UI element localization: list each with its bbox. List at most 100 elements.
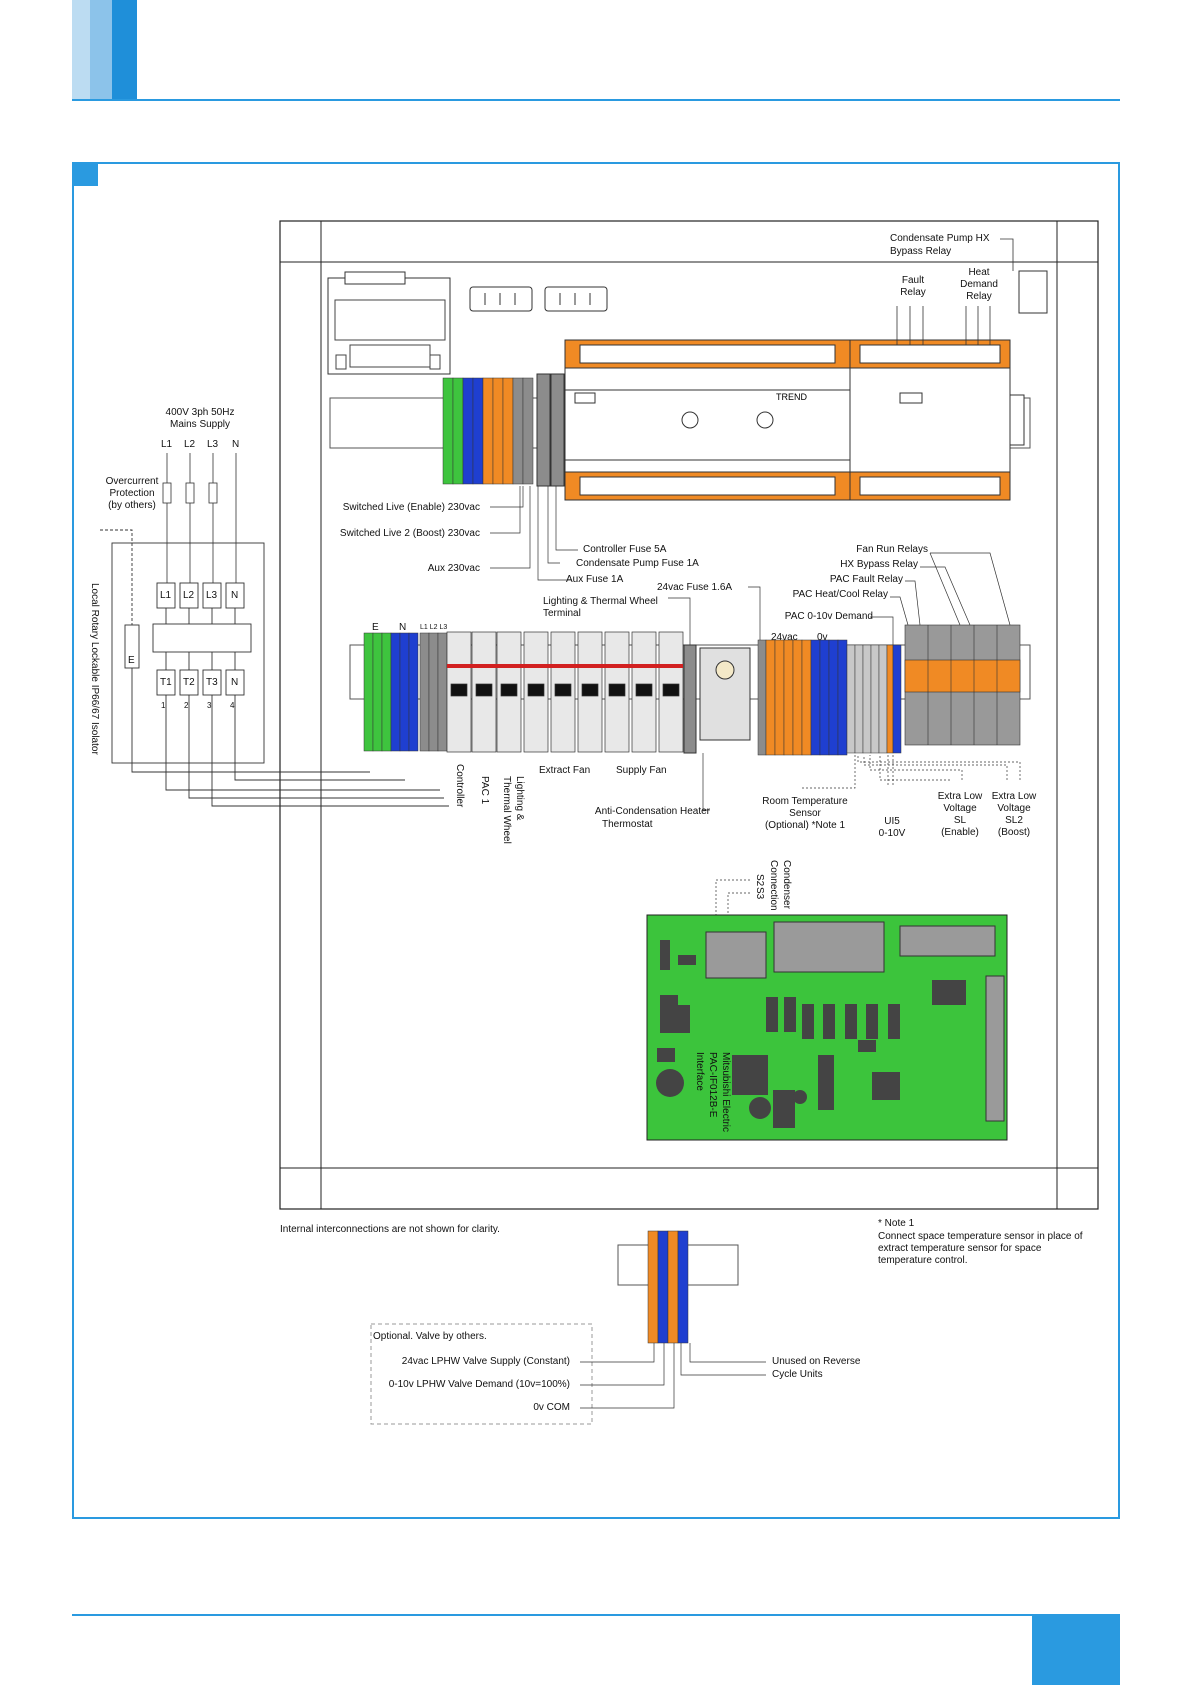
ov-com-label: 0v COM — [533, 1402, 570, 1413]
s2-label: S2 — [754, 874, 765, 887]
enclosure-outer — [279, 220, 1099, 1210]
isolator-tn: N — [231, 677, 239, 688]
mains-l2: L2 — [184, 439, 196, 450]
heat-label: Heat — [968, 267, 990, 278]
note1-line3: temperature control. — [878, 1255, 968, 1266]
anti-cond-label-2: Thermostat — [602, 819, 653, 830]
isolator-earth: E — [128, 655, 135, 666]
controller-brand: TREND — [776, 392, 807, 402]
isolator-num1: 1 — [161, 701, 166, 710]
switched-live-enable-label: Switched Live (Enable) 230vac — [342, 502, 480, 513]
condenser-label-1: Condenser — [781, 860, 792, 909]
cycle-units-label: Cycle Units — [772, 1369, 823, 1380]
isolator-t3: T3 — [206, 677, 218, 688]
lphw-supply-label: 24vac LPHW Valve Supply (Constant) — [401, 1356, 570, 1367]
extract-fan-label: Extract Fan — [539, 765, 591, 776]
isolator-t2: T2 — [183, 677, 195, 688]
terminal-n-label: N — [399, 622, 407, 633]
relay-sockets — [469, 286, 608, 312]
terminal-e-label: E — [372, 622, 379, 633]
mcb-controller-label: Controller — [454, 764, 465, 808]
header-rule — [72, 99, 1120, 101]
relay-bank — [904, 624, 1021, 746]
frame-corner-marker — [74, 164, 98, 186]
elv-sl-label-1: Extra Low — [937, 791, 983, 802]
bypass-relay-label: Bypass Relay — [890, 246, 952, 257]
v0-label: 0v — [817, 632, 828, 643]
condensate-fuse-label: Condensate Pump Fuse 1A — [576, 558, 699, 569]
interface-pcb — [646, 914, 1008, 1141]
elv-sl-label-2: Voltage — [943, 803, 977, 814]
isolator-num3: 3 — [207, 701, 212, 710]
isolator-n: N — [231, 590, 239, 601]
pac-010-demand-label: PAC 0-10v Demand — [784, 611, 873, 622]
condenser-label-2: Connection — [768, 860, 779, 911]
isolator-num4: 4 — [230, 701, 235, 710]
controller-fuse-label: Controller Fuse 5A — [583, 544, 667, 555]
mcb-row — [446, 631, 684, 753]
fan-run-relays-label: Fan Run Relays — [856, 544, 928, 555]
supply-fan-label: Supply Fan — [616, 765, 667, 776]
isolator-l2: L2 — [183, 590, 195, 601]
condensate-relay — [1018, 270, 1048, 314]
mains-l1: L1 — [161, 439, 173, 450]
mcb-pac1-label: PAC 1 — [479, 776, 490, 805]
note1-line2: extract temperature sensor for space — [878, 1243, 1042, 1254]
room-temp-label-2: Sensor — [789, 808, 821, 819]
elv-sl-label-3: SL — [953, 815, 967, 826]
fault-relay-label: Relay — [900, 287, 926, 298]
mains-n: N — [232, 439, 240, 450]
footer-rule — [72, 1614, 1120, 1616]
unused-reverse-label: Unused on Reverse — [772, 1356, 861, 1367]
fuse-24vac-label: 24vac Fuse 1.6A — [657, 582, 733, 593]
anti-cond-label-1: Anti-Condensation Heater — [594, 806, 710, 817]
elv-sl2-label-3: SL2 — [1005, 815, 1023, 826]
elv-sl2-label-1: Extra Low — [991, 791, 1037, 802]
isolator — [100, 529, 449, 807]
isolator-l3: L3 — [206, 590, 218, 601]
isolator-label: Local Rotary Lockable IP66/67 Isolator — [89, 583, 100, 755]
fault-label: Fault — [901, 275, 925, 286]
page-number-box — [1032, 1614, 1120, 1685]
terminal-l-label: L1 L2 L3 — [420, 624, 448, 631]
elv-sl2-label-2: Voltage — [997, 803, 1031, 814]
elv-sl2-label-4: (Boost) — [997, 827, 1031, 838]
mcb-lighting-label-1: Lighting & — [514, 776, 525, 821]
pcb-label-1: Mitsubishi Electric — [720, 1052, 731, 1133]
aux-230-label: Aux 230vac — [427, 563, 480, 574]
ui5-label-2: 0-10V — [878, 828, 906, 839]
v24-label: 24vac — [771, 632, 798, 643]
overcurrent-line2: Protection — [109, 488, 155, 499]
pac-fault-relay-label: PAC Fault Relay — [829, 574, 903, 585]
ui5-label-1: UI5 — [884, 816, 900, 827]
room-temp-label-3: (Optional) *Note 1 — [764, 820, 846, 831]
lphw-demand-label: 0-10v LPHW Valve Demand (10v=100%) — [388, 1379, 570, 1390]
overcurrent-line1: Overcurrent — [105, 476, 159, 487]
mains-l3: L3 — [207, 439, 219, 450]
terminal-block-middle-left — [363, 632, 448, 752]
isolator-num2: 2 — [184, 701, 189, 710]
heat-relay-label: Relay — [966, 291, 992, 302]
s3-label: S3 — [754, 887, 765, 900]
lighting-tw-terminal-label-2: Terminal — [543, 608, 581, 619]
pcb-label-2: PAC-IF012B-E — [707, 1052, 718, 1118]
condensate-pump-hx-label: Condensate Pump HX — [890, 233, 990, 244]
mcb-lighting-label-2: Thermal Wheel — [501, 776, 512, 844]
room-temp-label-1: Room Temperature — [762, 796, 848, 807]
diagram-frame — [72, 162, 1120, 1519]
controller-unit — [564, 339, 1025, 501]
mains-supply-line2: Mains Supply — [169, 419, 231, 430]
pcb-label-3: Interface — [694, 1052, 705, 1091]
lighting-tw-terminal-label-1: Lighting & Thermal Wheel — [543, 596, 658, 607]
note1-line1: Connect space temperature sensor in plac… — [878, 1231, 1083, 1242]
terminal-block-24vac — [757, 639, 902, 756]
internal-interconnections-note: Internal interconnections are not shown … — [280, 1224, 500, 1235]
valve-terminal-block — [370, 1230, 766, 1425]
aux-fuse-label: Aux Fuse 1A — [566, 574, 624, 585]
overcurrent-line3: (by others) — [108, 500, 156, 511]
elv-sl-label-4: (Enable) — [941, 827, 979, 838]
terminal-block-top — [442, 373, 565, 487]
note1-title: * Note 1 — [878, 1218, 915, 1229]
demand-label: Demand — [960, 279, 998, 290]
